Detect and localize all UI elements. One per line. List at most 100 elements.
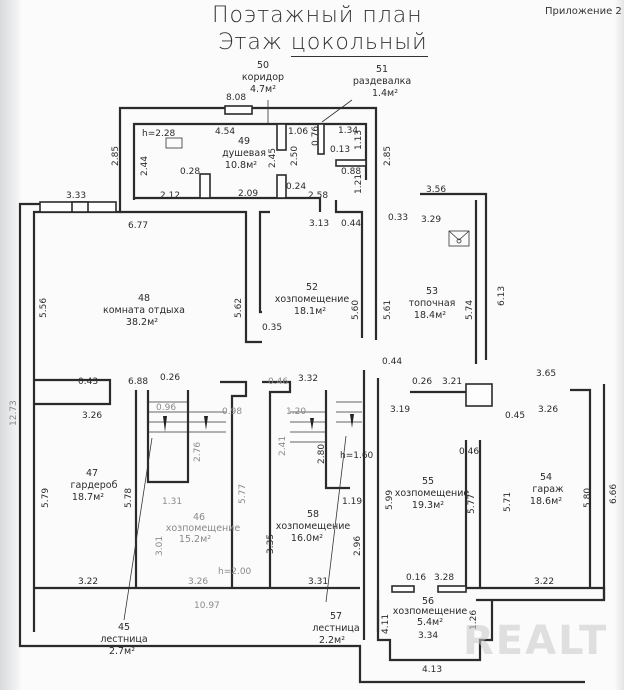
dimension: 1.26 — [469, 610, 479, 630]
wall-stub — [391, 585, 415, 593]
leader-line — [325, 435, 347, 603]
dimension: 5.60 — [351, 300, 361, 320]
room-58-area: 16.0м² — [291, 533, 323, 544]
dimension: 6.66 — [609, 484, 619, 504]
room-52-name: хозпомещение — [275, 294, 350, 305]
wall-annex-outer — [118, 106, 225, 200]
room-57-area: 2.2м² — [319, 635, 345, 646]
wall-annex-outer-right — [252, 106, 378, 200]
dimension: 0.45 — [505, 411, 525, 421]
dimension: 2.44 — [140, 156, 150, 176]
dimension: 2.50 — [290, 146, 300, 166]
dimension: 3.21 — [442, 377, 462, 387]
wall-stair45-inner — [146, 390, 190, 484]
dimension: 5.79 — [41, 488, 51, 508]
dimension: 3.35 — [266, 534, 276, 554]
room-45-area: 2.7м² — [109, 646, 135, 657]
wall-wardrobe-shelf — [335, 159, 367, 167]
dimension: 0.26 — [160, 373, 180, 383]
dimension: 2.58 — [308, 191, 328, 201]
dimension: 2.76 — [193, 442, 203, 462]
dimension: 3.26 — [188, 577, 208, 587]
room-57-name: лестница — [312, 623, 359, 634]
dimension: 0.24 — [286, 182, 306, 192]
dimension: 3.34 — [418, 631, 438, 641]
wall-shower — [132, 122, 368, 200]
room-51-area: 1.4м² — [372, 88, 398, 99]
height-stair57: h=1.60 — [340, 451, 374, 461]
dimension: 0.13 — [330, 145, 350, 155]
room-53-number: 53 — [426, 286, 438, 297]
scan-edge-shadow — [0, 0, 22, 690]
dimension: 0.44 — [341, 219, 361, 229]
window-top — [224, 105, 253, 115]
wall-room53-top — [420, 192, 488, 360]
wall-room56 — [376, 600, 494, 662]
room-49-name: душевая — [222, 148, 266, 159]
wall-stub — [199, 173, 211, 199]
room-47-area: 18.7м² — [72, 492, 104, 503]
room-51-number: 51 — [376, 64, 388, 75]
dimension: 2.80 — [317, 444, 327, 464]
wall-room47-top — [34, 378, 112, 406]
wall-room48-right — [120, 210, 262, 344]
scan-edge-shadow-right — [614, 0, 624, 690]
dimension: 6.88 — [128, 377, 148, 387]
dimension: 12.73 — [9, 400, 19, 426]
dimension: 0.35 — [262, 323, 282, 333]
dimension: 3.26 — [82, 411, 102, 421]
wall-stair57 — [324, 390, 350, 490]
room-45-name: лестница — [100, 634, 147, 645]
floor-title-prefix: Этаж — [218, 30, 283, 55]
room-52-area: 18.1м² — [294, 306, 326, 317]
room-50-name: коридор — [242, 72, 284, 83]
height-room46: h=2.00 — [218, 567, 252, 577]
dimension: 0.96 — [156, 403, 176, 413]
stair-arrow-icon — [163, 416, 167, 432]
dimension: 5.77 — [467, 494, 477, 514]
dimension: 3.26 — [538, 405, 558, 415]
room-47-number: 47 — [86, 468, 98, 479]
dimension: 5.62 — [234, 298, 244, 318]
stair-arrow-icon — [310, 418, 314, 430]
room-52-number: 52 — [306, 282, 318, 293]
room-46-area: 15.2м² — [179, 534, 211, 545]
wall-room54-top — [570, 388, 592, 588]
dimension: 5.74 — [465, 300, 475, 320]
dimension: 5.78 — [124, 488, 134, 508]
room-51-name: раздевалка — [353, 76, 411, 87]
stair-arrow-icon — [350, 414, 354, 428]
dimension: 2.09 — [238, 189, 258, 199]
room-57-number: 57 — [330, 611, 342, 622]
dimension: 2.96 — [353, 536, 363, 556]
dimension: 1.21 — [354, 174, 364, 194]
room-50-number: 50 — [257, 60, 269, 71]
dimension: 3.31 — [308, 577, 328, 587]
dimension: 1.13 — [354, 130, 364, 150]
height-shower: h=2.28 — [142, 129, 176, 139]
dimension: 3.28 — [434, 573, 454, 583]
dimension: 2.85 — [111, 146, 121, 166]
stair-treads — [123, 99, 362, 621]
dimension: 1.19 — [342, 497, 362, 507]
dimension: 0.26 — [412, 377, 432, 387]
boiler-symbol-mark — [448, 230, 470, 241]
wall-room52-left — [258, 210, 270, 314]
floor-title: Этаж цокольный — [218, 30, 428, 57]
dimension: 2.85 — [383, 146, 393, 166]
wall-outer-left — [18, 202, 585, 684]
room-58-number: 58 — [307, 509, 319, 520]
dimension: 0.43 — [78, 377, 98, 387]
room-50-area: 4.7м² — [250, 84, 276, 95]
wall-room52 — [334, 200, 364, 338]
room-48-name: комната отдыха — [103, 305, 185, 316]
room-56-number: 56 — [422, 596, 434, 607]
dimension: 1.31 — [162, 497, 182, 507]
dimension: 0.44 — [382, 357, 402, 367]
dimension: 0.28 — [180, 167, 200, 177]
dimension: 3.13 — [309, 219, 329, 229]
dimension: 1.34 — [338, 126, 358, 136]
boiler-symbol-dot — [456, 238, 462, 244]
wall-stub — [437, 585, 467, 593]
